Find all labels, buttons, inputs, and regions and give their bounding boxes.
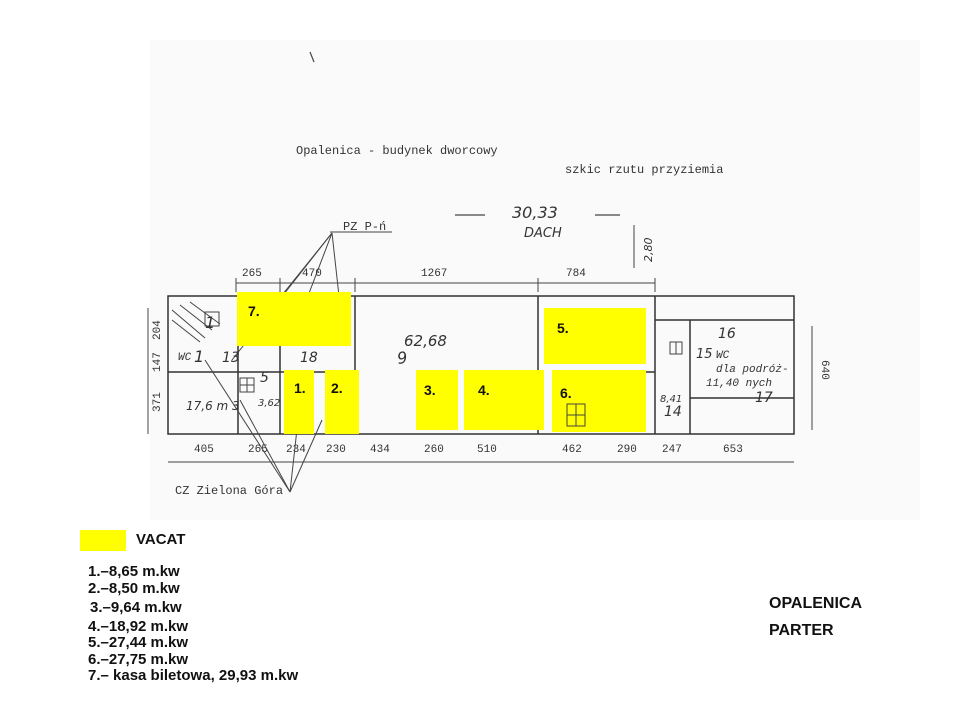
side-height: 2,80 [642, 238, 655, 263]
bottom-dim: 260 [424, 444, 444, 456]
legend-item: 1.–8,65 m.kw [88, 563, 180, 580]
room-number: 18 [300, 350, 318, 366]
small-area: 3,62 [258, 398, 280, 409]
vacat-swatch [80, 530, 126, 551]
legend-item: 5.–27,44 m.kw [88, 634, 189, 651]
bottom-dim: 653 [723, 444, 743, 456]
room-number: 14 [664, 404, 682, 420]
vacant-room-7[interactable] [237, 292, 351, 346]
room-6-stove-icon [566, 403, 586, 427]
legend-item: 3.–9,64 m.kw [90, 599, 182, 616]
top-dimensions: 265 470 1267 784 [235, 268, 656, 292]
left-dim: 204 [152, 320, 164, 340]
vacant-room-1[interactable] [284, 370, 314, 434]
roof-height: 30,33 [512, 203, 558, 222]
vacant-room-3[interactable] [416, 370, 458, 430]
legend-item: 6.–27,75 m.kw [88, 651, 189, 668]
mark-stroke [309, 51, 315, 63]
vacant-room-label: 6. [560, 385, 572, 401]
north-label: PZ P-ń [343, 220, 386, 234]
legend-item: 4.–18,92 m.kw [88, 618, 189, 635]
bottom-dim: 247 [662, 444, 682, 456]
right-dim: 640 [818, 360, 830, 380]
wc-right-line: 11,40 nych [706, 378, 772, 390]
vacant-room-label: 1. [294, 380, 306, 396]
stair-icon [171, 301, 221, 343]
hall-room-number: 9 [396, 348, 409, 368]
wc-right-line: dla podróż- [716, 364, 789, 376]
bottom-dim: 265 [248, 444, 268, 456]
title-line-2: PARTER [769, 622, 834, 639]
scan-title: Opalenica - budynek dworcowy [296, 144, 498, 158]
vacant-room-4[interactable] [464, 370, 544, 430]
bottom-dim: 405 [194, 444, 214, 456]
bottom-dim: 234 [286, 444, 306, 456]
south-label: CZ Zielona Góra [175, 484, 283, 498]
south-leaders [204, 359, 323, 493]
vacat-label: VACAT [136, 531, 186, 548]
room-area: 17,6 m 3 [186, 399, 240, 413]
vacant-room-label: 3. [424, 382, 436, 398]
bottom-dimensions: 405 265 234 230 434 260 510 462 290 247 … [168, 444, 794, 463]
room-annotations: 9 62,68 WC 1 1 13 18 5 17,6 m 3 3,62 16 … [178, 313, 789, 420]
room-number: 15 [696, 347, 713, 362]
stove-icon [239, 341, 683, 393]
room-number: 17 [755, 390, 773, 406]
vacant-room-label: 2. [331, 380, 343, 396]
small-area: 8,41 [660, 394, 682, 405]
vacant-room-label: 4. [478, 382, 490, 398]
top-dim: 784 [566, 268, 586, 280]
top-dim: 1267 [421, 268, 447, 280]
wc-right-line: WC [716, 350, 730, 362]
left-dimensions: 204 147 371 [147, 308, 164, 434]
room-number: 16 [718, 326, 736, 342]
scan-subtitle: szkic rzutu przyziemia [565, 163, 723, 177]
bottom-dim: 290 [617, 444, 637, 456]
left-dim: 371 [152, 392, 164, 412]
vacant-room-label: 5. [557, 320, 569, 336]
title-line-1: OPALENICA [769, 595, 863, 612]
right-dimension: 640 [811, 326, 830, 430]
wc-left: WC [178, 352, 192, 364]
legend-item: 2.–8,50 m.kw [88, 580, 180, 597]
vacant-room-6[interactable] [552, 370, 646, 432]
hall-area: 62,68 [404, 332, 447, 350]
legend-item: 7.– kasa biletowa, 29,93 m.kw [88, 667, 299, 684]
vacant-rooms: 7. 1. 2. 3. 4. 5. 6. [237, 292, 646, 434]
vacant-room-2[interactable] [325, 370, 359, 434]
top-dim: 470 [302, 268, 322, 280]
left-dim: 147 [152, 352, 164, 372]
room-number: 1 [194, 347, 204, 366]
top-dim: 265 [242, 268, 262, 280]
vacant-room-5[interactable] [544, 308, 646, 364]
bottom-dim: 510 [477, 444, 497, 456]
room-number: 1 [205, 313, 215, 332]
roof-label: DACH [524, 226, 562, 241]
bottom-dim: 230 [326, 444, 346, 456]
bottom-dim: 434 [370, 444, 390, 456]
room-number: 5 [260, 370, 269, 386]
vacant-room-label: 7. [248, 303, 260, 319]
room-number: 13 [222, 350, 240, 366]
scan-background [150, 40, 920, 520]
bottom-dim: 462 [562, 444, 582, 456]
